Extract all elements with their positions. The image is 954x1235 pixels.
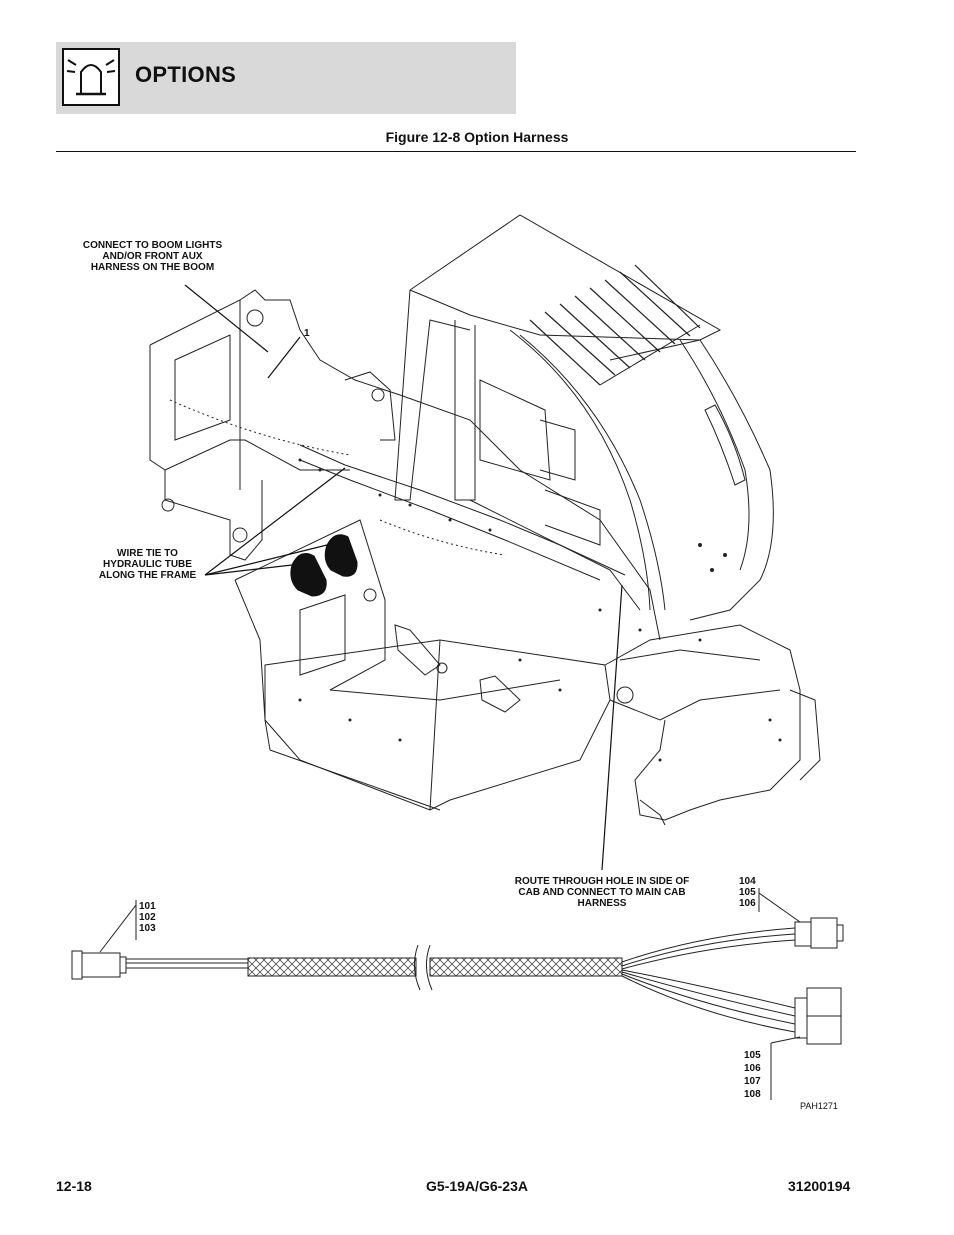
left-connector-labels: 101 102 103 <box>139 901 156 934</box>
wire-tie-callout: WIRE TIE TO HYDRAULIC TUBE ALONG THE FRA… <box>98 548 197 581</box>
connector-label: 102 <box>139 912 156 923</box>
route-cab-callout: ROUTE THROUGH HOLE IN SIDE OF CAB AND CO… <box>514 876 690 909</box>
connector-label: 105 <box>739 887 756 898</box>
connector-label: 106 <box>739 898 756 909</box>
upper-right-connector-labels: 104 105 106 <box>739 876 756 909</box>
model-name: G5-19A/G6-23A <box>426 1178 528 1194</box>
connector-label: 105 <box>744 1050 761 1061</box>
page-number: 12-18 <box>56 1178 92 1194</box>
section-title: OPTIONS <box>135 62 237 87</box>
lower-right-connector-labels: 105 106 107 108 <box>744 1049 761 1101</box>
item-1-label: 1 <box>304 328 310 339</box>
connector-label: 107 <box>744 1076 761 1087</box>
connector-label: 104 <box>739 876 756 887</box>
connector-label: 101 <box>139 901 156 912</box>
boom-connection-callout: CONNECT TO BOOM LIGHTS AND/OR FRONT AUX … <box>82 240 223 273</box>
warning-beacon-icon <box>62 48 120 106</box>
header-rule <box>56 151 856 152</box>
header-band <box>56 42 516 114</box>
connector-label: 108 <box>744 1089 761 1100</box>
manual-number: 31200194 <box>788 1178 851 1194</box>
drawing-code: PAH1271 <box>800 1101 838 1111</box>
figure-title: Figure 12-8 Option Harness <box>385 129 569 145</box>
connector-label: 103 <box>139 923 156 934</box>
connector-label: 106 <box>744 1063 761 1074</box>
